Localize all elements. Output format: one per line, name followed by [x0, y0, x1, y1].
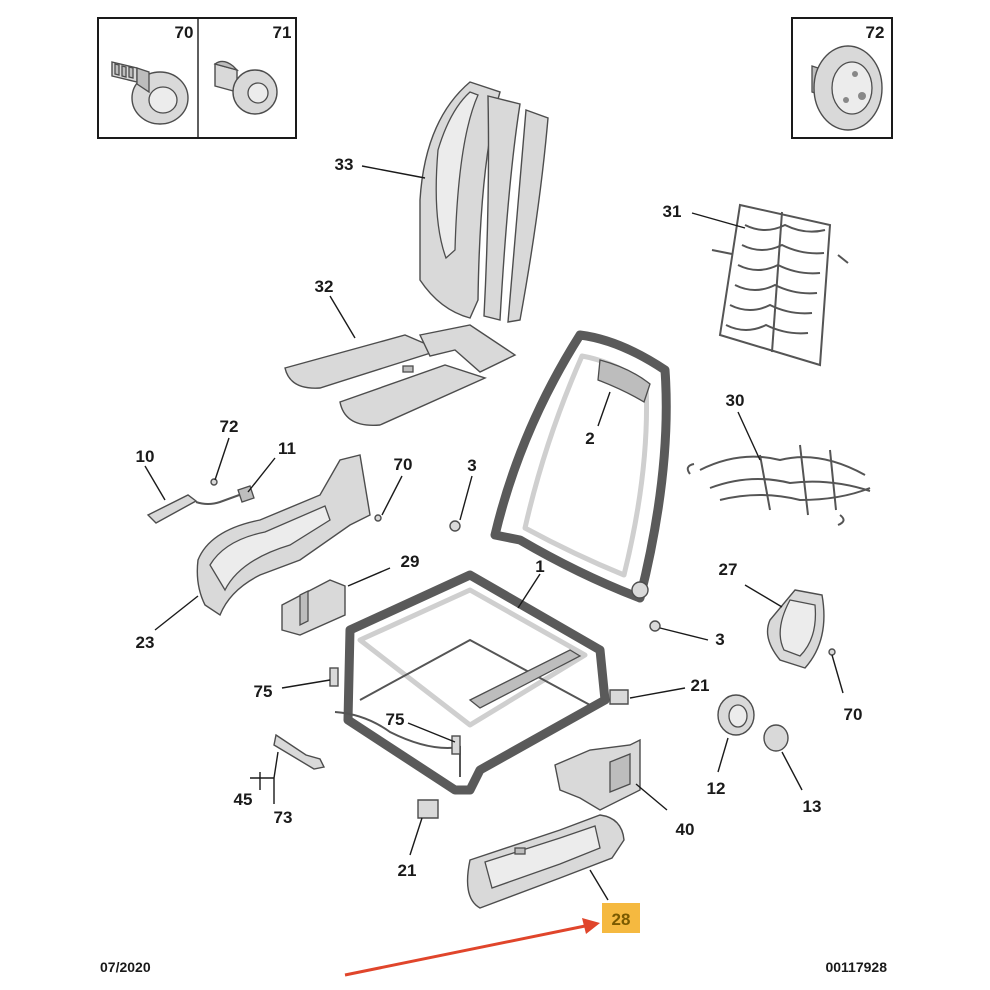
part-label-71-box: 71	[273, 23, 292, 42]
fastener-box-72	[791, 17, 893, 139]
part-label-73: 73	[274, 808, 293, 827]
side-trim-panel	[196, 454, 371, 617]
footer-reference: 00117928	[825, 959, 887, 975]
part-label-11: 11	[278, 439, 296, 458]
footer-date: 07/2020	[100, 959, 151, 975]
part-label-72: 72	[220, 417, 239, 436]
backrest-pad	[419, 81, 549, 323]
part-label-12: 12	[707, 779, 726, 798]
part-label-70-trim: 70	[394, 455, 413, 474]
pointer-arrow	[344, 918, 600, 977]
backrest-frame	[490, 330, 671, 603]
part-label-1: 1	[535, 557, 544, 576]
mounting-bracket	[281, 579, 346, 636]
part-label-2: 2	[585, 429, 594, 448]
recliner-handle-assembly	[146, 478, 255, 524]
side-shield-part-28	[466, 814, 625, 909]
seat-spring-mesh	[686, 444, 871, 526]
part-label-70-cover: 70	[844, 705, 863, 724]
part-label-23: 23	[136, 633, 155, 652]
part-label-75-center: 75	[386, 710, 405, 729]
screw-70-icon	[111, 61, 189, 125]
part-label-3-upper: 3	[467, 456, 476, 475]
part-label-33: 33	[335, 155, 354, 174]
small-fasteners	[329, 514, 836, 819]
part-28-highlight: 28	[602, 903, 640, 933]
side-cover-cap	[766, 589, 825, 669]
small-bracket-45-73	[273, 733, 326, 770]
part-label-27: 27	[719, 560, 738, 579]
part-label-10: 10	[136, 447, 155, 466]
bolt-72-icon	[811, 45, 883, 131]
part-label-13: 13	[803, 797, 822, 816]
part-label-70-box: 70	[175, 23, 194, 42]
seat-base-frame	[334, 570, 610, 795]
part-label-75-left: 75	[254, 682, 273, 701]
part-label-31: 31	[663, 202, 682, 221]
seat-cushion-pads	[284, 324, 517, 426]
part-label-30: 30	[726, 391, 745, 410]
part-label-45: 45	[234, 790, 253, 809]
clip-71-icon	[213, 60, 278, 115]
part-label-28: 28	[612, 910, 631, 929]
leader-lines	[144, 165, 844, 901]
inner-trim-panel	[554, 738, 641, 811]
adjustment-knobs	[717, 694, 789, 752]
fastener-box-70-71	[97, 17, 297, 139]
part-label-29: 29	[401, 552, 420, 571]
part-label-21-right: 21	[691, 676, 710, 695]
part-label-21-lower: 21	[398, 861, 417, 880]
highlight-box	[602, 903, 640, 933]
part-label-40: 40	[676, 820, 695, 839]
part-label-3-lower: 3	[715, 630, 724, 649]
part-label-32: 32	[315, 277, 334, 296]
part-label-72-box: 72	[866, 23, 885, 42]
backrest-spring-mat	[711, 203, 849, 367]
